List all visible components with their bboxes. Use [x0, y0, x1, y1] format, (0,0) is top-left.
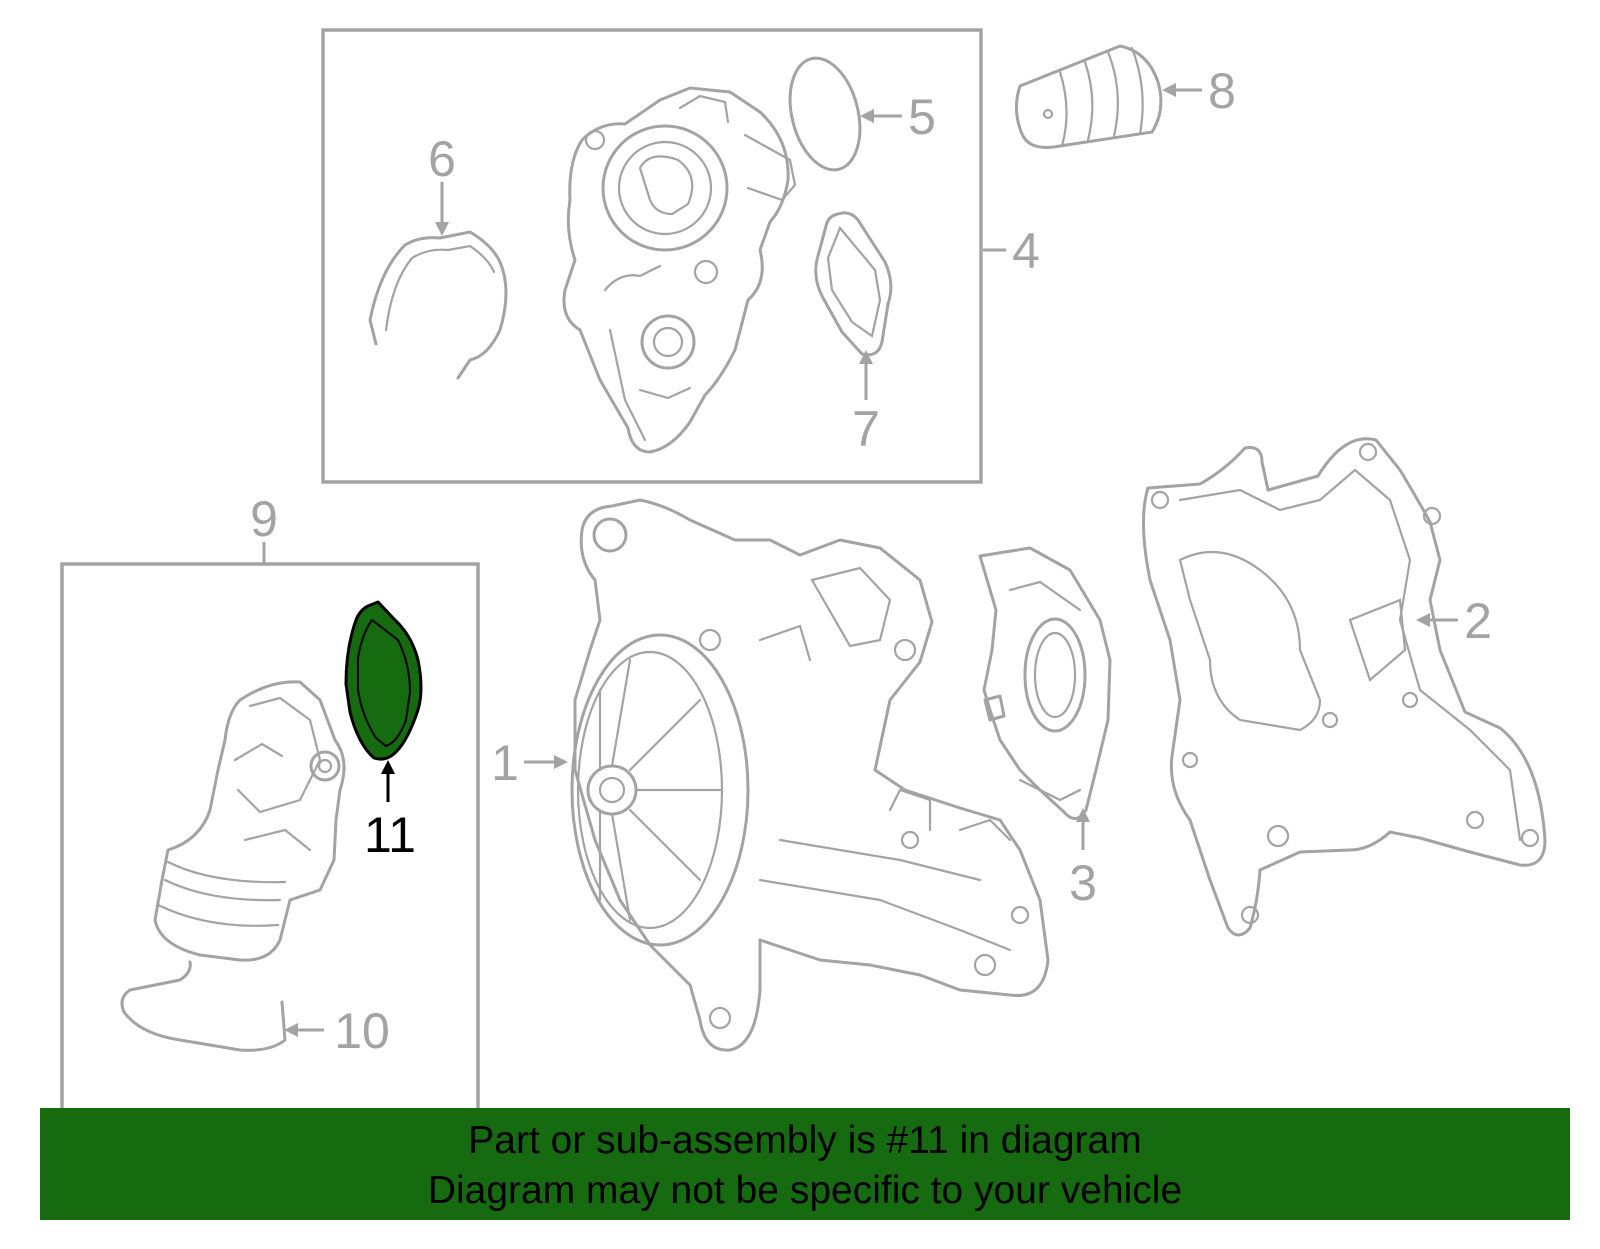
callout-7: 7 — [852, 401, 880, 457]
part-1-water-pump — [570, 498, 1050, 1052]
part-6-clip — [368, 230, 508, 380]
part-11-gasket-highlighted — [344, 600, 423, 761]
callout-10: 10 — [334, 1003, 390, 1059]
callout-11: 11 — [364, 807, 416, 863]
part-9-outlet-pipe — [153, 680, 346, 962]
callout-2: 2 — [1464, 593, 1492, 649]
leader-lines — [262, 83, 1458, 1037]
banner-line-2: Diagram may not be specific to your vehi… — [427, 1169, 1183, 1212]
part-8-hose — [1015, 44, 1163, 149]
callout-6: 6 — [428, 131, 456, 187]
callout-3: 3 — [1069, 855, 1097, 911]
info-banner: Part or sub-assembly is #11 in diagram D… — [40, 1108, 1570, 1220]
part-2-gasket-plate — [1142, 437, 1547, 937]
part-7-gasket — [814, 211, 893, 357]
callout-4: 4 — [1012, 223, 1040, 279]
callout-9: 9 — [250, 491, 278, 547]
part-4-thermostat-housing — [562, 86, 797, 454]
part-3-cover-seal — [978, 546, 1112, 820]
callout-1: 1 — [491, 735, 519, 791]
banner-line-1: Part or sub-assembly is #11 in diagram — [468, 1119, 1142, 1162]
part-5-o-ring — [788, 56, 862, 172]
subassembly-box-4 — [321, 28, 983, 484]
callout-8: 8 — [1208, 63, 1236, 119]
callout-5: 5 — [908, 89, 936, 145]
part-10-seal-ring — [120, 960, 287, 1052]
